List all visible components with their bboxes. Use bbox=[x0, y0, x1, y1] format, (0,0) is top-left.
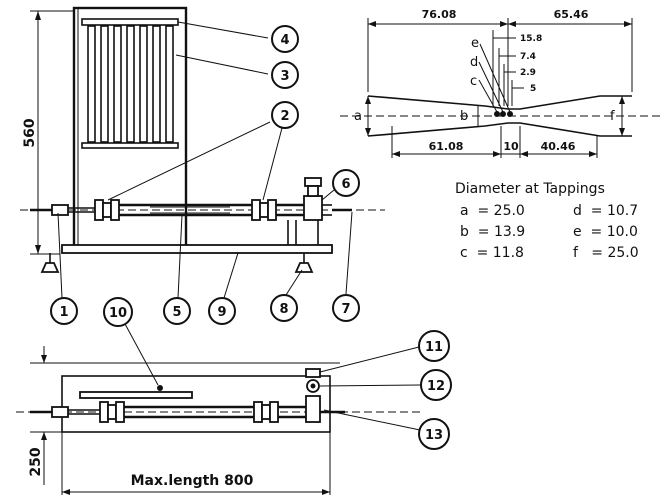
svg-text:10: 10 bbox=[109, 306, 127, 321]
manometer-tubes bbox=[87, 25, 174, 143]
svg-text:8: 8 bbox=[279, 302, 288, 317]
svg-text:2.9: 2.9 bbox=[520, 68, 536, 78]
inlet-nozzle bbox=[30, 204, 95, 216]
tap-spacing-dims: 15.8 7.4 2.9 5 bbox=[492, 30, 542, 106]
dim-inlet-length: 76.08 bbox=[422, 8, 457, 21]
leaders-plan bbox=[123, 321, 422, 431]
tap-e: e bbox=[471, 36, 479, 51]
legend-row-3-right: f = 25.0 bbox=[573, 245, 639, 261]
pipe-union-right bbox=[251, 199, 277, 221]
callout-3: 3 bbox=[271, 61, 299, 89]
venturi-detail: 76.08 65.46 15.8 7.4 2.9 5 a b c bbox=[340, 8, 664, 158]
tap-f: f bbox=[610, 109, 615, 124]
legend-row-2-left: b = 13.9 bbox=[460, 224, 525, 240]
tap-a: a bbox=[354, 109, 362, 124]
callout-1: 1 bbox=[50, 297, 78, 325]
legend-row-2-right: e = 10.0 bbox=[573, 224, 638, 240]
callout-5: 5 bbox=[163, 297, 191, 325]
max-length-label: Max.length 800 bbox=[131, 473, 254, 489]
tap-b: b bbox=[460, 109, 468, 124]
callout-2: 2 bbox=[271, 101, 299, 129]
dim-diverging-length: 40.46 bbox=[541, 140, 576, 153]
legend-title: Diameter at Tappings bbox=[455, 181, 605, 197]
svg-text:13: 13 bbox=[425, 428, 443, 443]
tap-d: d bbox=[470, 55, 478, 70]
height-label: 560 bbox=[22, 118, 38, 147]
manometer-frame bbox=[81, 18, 179, 26]
pipe-union-left bbox=[94, 199, 120, 221]
callout-13: 13 bbox=[418, 418, 450, 450]
callouts: 4 3 2 6 1 5 9 8 7 bbox=[50, 25, 360, 325]
svg-text:2: 2 bbox=[280, 109, 289, 124]
height-dimension: 560 bbox=[22, 10, 74, 255]
svg-text:7: 7 bbox=[341, 302, 350, 317]
legend-row-1-left: a = 25.0 bbox=[460, 203, 525, 219]
legend-row-1-right: d = 10.7 bbox=[573, 203, 638, 219]
leaders-front bbox=[57, 21, 353, 299]
base-plate bbox=[61, 244, 333, 254]
svg-text:4: 4 bbox=[280, 33, 289, 48]
callouts-plan: 10 11 12 13 bbox=[103, 297, 452, 450]
callout-7: 7 bbox=[332, 294, 360, 322]
dim-outlet-length: 65.46 bbox=[554, 8, 589, 21]
callout-4: 4 bbox=[271, 25, 299, 53]
callout-9: 9 bbox=[208, 297, 236, 325]
tap-c: c bbox=[470, 74, 477, 89]
svg-text:7.4: 7.4 bbox=[520, 52, 536, 62]
svg-text:5: 5 bbox=[530, 84, 536, 94]
callout-12: 12 bbox=[420, 369, 452, 401]
callout-10: 10 bbox=[103, 297, 133, 327]
front-elevation: 560 bbox=[20, 6, 385, 273]
svg-text:6: 6 bbox=[341, 177, 350, 192]
diameter-legend: Diameter at Tappings a = 25.0 d = 10.7 b… bbox=[455, 181, 639, 261]
callout-6: 6 bbox=[332, 169, 360, 197]
legend-row-3-left: c = 11.8 bbox=[460, 245, 524, 261]
dim-throat-length: 10 bbox=[503, 140, 519, 153]
adjustable-feet bbox=[40, 253, 314, 273]
manometer-frame-bottom bbox=[81, 142, 179, 149]
svg-text:11: 11 bbox=[425, 340, 443, 355]
control-valve bbox=[303, 177, 332, 221]
width-label: 250 bbox=[28, 447, 44, 476]
manometer-board-plan bbox=[79, 391, 193, 399]
svg-text:9: 9 bbox=[217, 305, 226, 320]
svg-text:5: 5 bbox=[172, 305, 181, 320]
svg-text:15.8: 15.8 bbox=[520, 34, 542, 44]
callout-8: 8 bbox=[270, 294, 298, 322]
svg-text:1: 1 bbox=[59, 305, 68, 320]
dim-converging-length: 61.08 bbox=[429, 140, 464, 153]
svg-text:3: 3 bbox=[280, 69, 289, 84]
svg-text:12: 12 bbox=[427, 379, 445, 394]
venturi-meter-tube bbox=[119, 203, 252, 217]
callout-11: 11 bbox=[418, 330, 450, 362]
plan-view: 250 Max.length 800 bbox=[16, 346, 420, 495]
